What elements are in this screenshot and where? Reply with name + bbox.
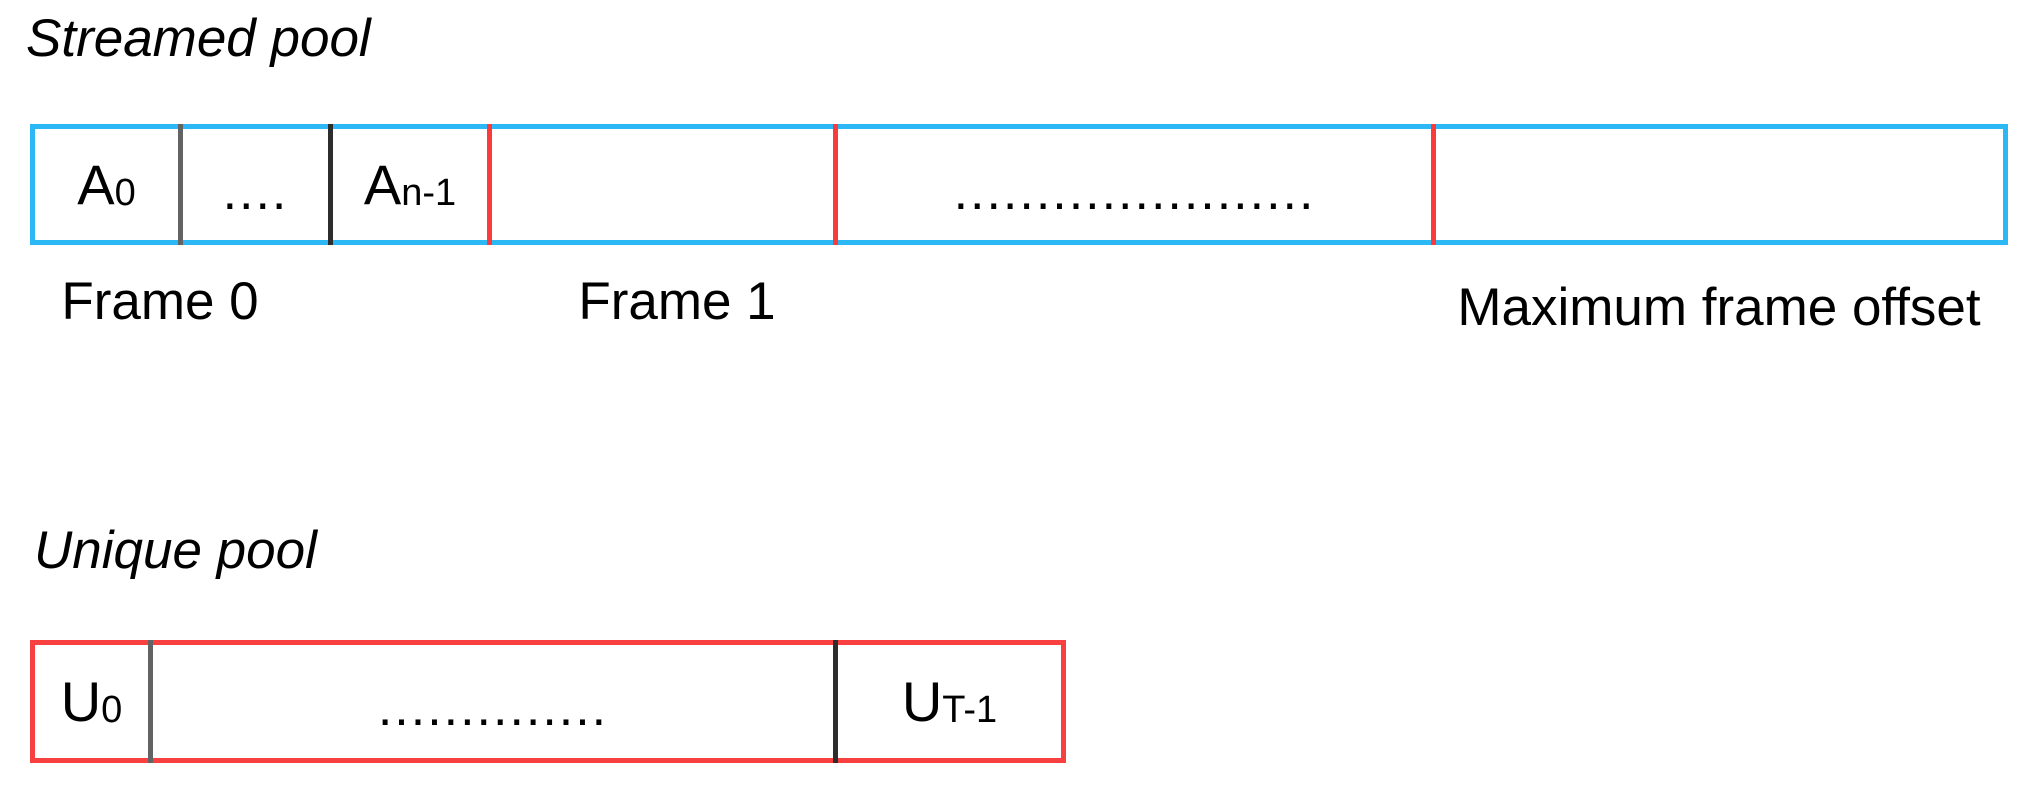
caption-frame-0: Frame 0	[61, 272, 259, 331]
unique-pool-heading: Unique pool	[34, 521, 317, 580]
streamed-cell-an-1-subscript: n-1	[401, 171, 457, 214]
streamed-cell-ellipsis-long: ......................	[953, 163, 1316, 221]
streamed-frame-divider-0	[487, 124, 492, 245]
caption-frame-1: Frame 1	[578, 272, 776, 331]
streamed-frame-divider-1	[833, 124, 838, 245]
streamed-frame-divider-max	[1431, 124, 1436, 245]
streamed-cell-divider-1	[178, 124, 183, 245]
unique-cell-u0-subscript: 0	[101, 688, 123, 731]
unique-cell-u0-text: U	[60, 669, 102, 733]
unique-cell-divider-1	[148, 640, 153, 763]
unique-cell-divider-2	[833, 640, 838, 763]
caption-maximum-frame-offset: Maximum frame offset	[1457, 278, 1981, 337]
streamed-cell-a0-subscript: 0	[114, 171, 136, 214]
unique-cell-ut-1-subscript: T-1	[942, 688, 998, 731]
streamed-cell-divider-2	[328, 124, 333, 245]
streamed-cell-an-1-text: A	[363, 152, 402, 216]
streamed-cell-a0-text: A	[77, 152, 115, 216]
streamed-cell-ellipsis-short: ....	[222, 163, 289, 221]
unique-cell-ellipsis: ..............	[377, 679, 609, 737]
streamed-pool-heading: Streamed pool	[26, 9, 371, 68]
unique-cell-ut-1-text: U	[901, 669, 943, 733]
